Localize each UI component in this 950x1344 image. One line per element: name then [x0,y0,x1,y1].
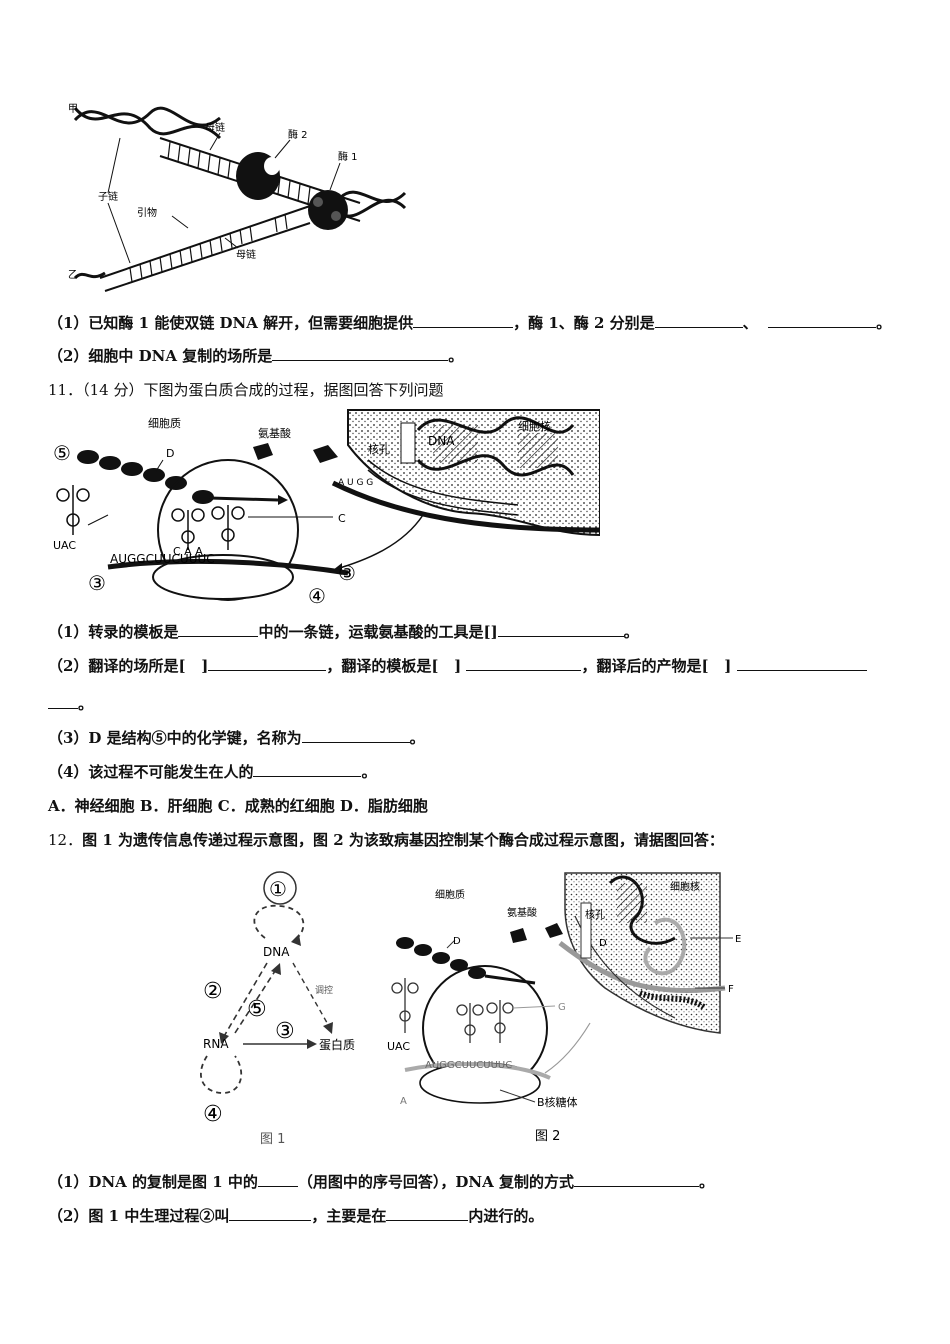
marker-4: ④ [308,584,326,605]
answer-blank[interactable] [736,656,867,671]
step-3-marker: ③ [275,1019,295,1044]
d-label: D [166,447,174,460]
step-1-marker: ① [269,877,287,901]
mrna-sequence: AUGGCUUCUUUC [110,552,215,566]
answer-blank[interactable] [466,656,582,671]
a-label: A [400,1096,407,1107]
rna-node-label: RNA [203,1037,229,1051]
mrna-label-2: AUGGCUUCUUUC [425,1060,512,1071]
answer-blank[interactable] [574,1172,699,1187]
q11-sub2-continued: 。 [48,693,93,714]
marker-3-left: ③ [88,571,106,595]
answer-blank[interactable] [257,1172,298,1187]
nucleus-label-2: 细胞核 [670,880,700,893]
q10-sub1: （1）已知酶 1 能使双链 DNA 解开，但需要细胞提供，酶 1、酶 2 分别是… [48,313,892,332]
marker-3-right: ③ [338,561,356,585]
g-label: G [558,1002,566,1013]
q11-sub4: （4）该过程不可能发生在人的。 [48,762,377,781]
step-5-marker: ⑤ [247,997,267,1022]
central-dogma-figure: ① DNA 调控 ② ⑤ ③ RNA 蛋白质 ④ 图 1 [195,868,395,1150]
answer-blank[interactable] [654,313,743,328]
dna-replication-figure: 甲 乙 母链 酶 2 酶 1 子链 引物 母链 [60,98,410,293]
amino-acid-label: 氨基酸 [258,426,291,440]
cytoplasm-label: 细胞质 [148,417,181,430]
d-label-nucleus: D [599,938,607,949]
mrna-top-label: A U G G [338,478,373,488]
answer-blank[interactable] [48,694,78,709]
step-2-marker: ② [203,979,223,1004]
ribosome-label: B核糖体 [537,1095,578,1109]
answer-blank[interactable] [413,313,514,328]
protein-synthesis-figure: ⑤ ③ ③ ④ 细胞质 氨基酸 细胞核 核孔 DNA D C UAC C A A… [48,405,601,608]
dna-node-label: DNA [263,945,290,959]
q10-sub2: （2）细胞中 DNA 复制的场所是。 [48,346,464,365]
q11-stem: 11．（14 分）下图为蛋白质合成的过程，据图回答下列问题 [48,381,444,399]
d-label-top: D [453,936,461,947]
anticodon-label-2: UAC [387,1040,410,1053]
answer-blank[interactable] [301,728,410,743]
q11-sub3: （3）D 是结构⑤中的化学键，名称为。 [48,728,425,747]
label-jia: 甲 [68,104,78,115]
dna-label: DNA [428,434,455,448]
answer-blank[interactable] [229,1206,312,1221]
pore-label: 核孔 [368,442,390,456]
figure1-caption: 图 1 [260,1132,285,1147]
e-label: E [735,934,741,945]
answer-blank[interactable] [768,313,877,328]
marker-5: ⑤ [53,441,71,465]
q11-sub1: （1）转录的模板是中的一条链，运载氨基酸的工具是[]。 [48,622,639,641]
protein-node-label: 蛋白质 [319,1037,355,1052]
daughter-strand-label: 子链 [98,190,118,203]
step-4-marker: ④ [203,1102,223,1127]
answer-blank[interactable] [178,622,259,637]
answer-blank[interactable] [208,656,327,671]
cytoplasm-label-2: 细胞质 [435,888,465,901]
answer-blank[interactable] [386,1206,469,1221]
q12-sub1: （1）DNA 的复制是图 1 中的（用图中的序号回答），DNA 复制的方式。 [48,1172,715,1191]
side-annotation: 调控 [315,984,333,996]
answer-blank[interactable] [272,346,449,361]
nucleus-label: 细胞核 [518,419,551,433]
f-label: F [728,984,734,995]
q11-sub2: （2）翻译的场所是[ ]，翻译的模板是[ ] ，翻译后的产物是[ ] [48,655,867,676]
pore-label-2: 核孔 [585,908,605,921]
enzyme1-label: 酶 1 [338,150,358,163]
answer-blank[interactable] [253,762,362,777]
q12-stem: 12．图 1 为遗传信息传递过程示意图，图 2 为该致病基因控制某个酶合成过程示… [48,831,724,849]
label-yi: 乙 [68,269,78,281]
anticodon-label: UAC [53,539,76,552]
answer-blank[interactable] [497,622,624,637]
q12-sub2: （2）图 1 中生理过程②叫，主要是在内进行的。 [48,1206,544,1225]
enzyme-synthesis-figure: 细胞质 氨基酸 细胞核 核孔 D D E F G UAC AUGGCUUCUUU… [385,868,750,1150]
mother-strand-bottom-label: 母链 [236,248,256,261]
trna-bases-label: C A A [173,545,203,558]
mother-strand-top-label: 母链 [205,121,225,134]
figure2-caption: 图 2 [535,1129,560,1144]
primer-label: 引物 [137,206,157,219]
amino-acid-label-2: 氨基酸 [507,906,537,919]
enzyme2-label: 酶 2 [288,128,308,141]
c-label: C [338,512,346,525]
q11-options: A．神经细胞 B．肝细胞 C．成熟的红细胞 D．脂肪细胞 [48,797,428,815]
